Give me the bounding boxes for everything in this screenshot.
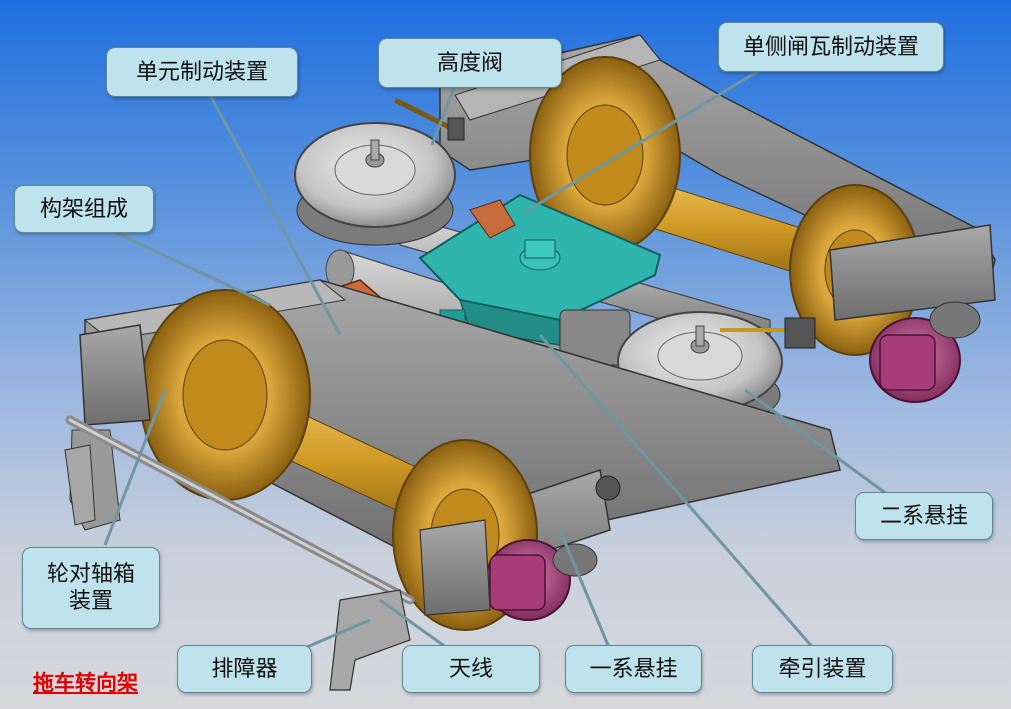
leader-primary-suspension	[558, 529, 612, 651]
callout-antenna: 天线	[402, 645, 540, 693]
axlebox-front	[419, 519, 598, 621]
leader-antenna	[379, 598, 451, 652]
callout-unit-brake: 单元制动装置	[106, 47, 298, 97]
callout-wheelset-axlebox: 轮对轴箱 装置	[22, 547, 160, 629]
leader-frame	[109, 228, 271, 307]
guard-plate	[64, 444, 411, 691]
callout-traction: 牵引装置	[752, 645, 893, 693]
callout-height-valve: 高度阀	[378, 38, 562, 88]
leader-single-shoe-brake	[524, 68, 761, 214]
leader-traction	[538, 334, 817, 651]
callout-primary-suspension: 一系悬挂	[565, 645, 702, 693]
leader-unit-brake	[208, 94, 342, 336]
antenna-rod	[65, 415, 415, 605]
callout-frame: 构架组成	[14, 185, 154, 233]
air-spring-left	[294, 122, 456, 246]
callout-single-shoe-brake: 单侧闸瓦制动装置	[718, 22, 944, 72]
callout-secondary-suspension: 二系悬挂	[855, 492, 993, 540]
leader-secondary-suspension	[744, 388, 896, 502]
leader-guard	[299, 618, 371, 652]
frame-right-end	[829, 224, 996, 403]
leader-height-valve	[430, 84, 457, 146]
callout-guard: 排障器	[177, 645, 312, 693]
leader-lines	[103, 68, 896, 652]
figure-caption: 拖车转向架	[33, 671, 138, 695]
leader-wheelset-axlebox	[103, 389, 167, 546]
height-valve-rod	[393, 97, 816, 349]
